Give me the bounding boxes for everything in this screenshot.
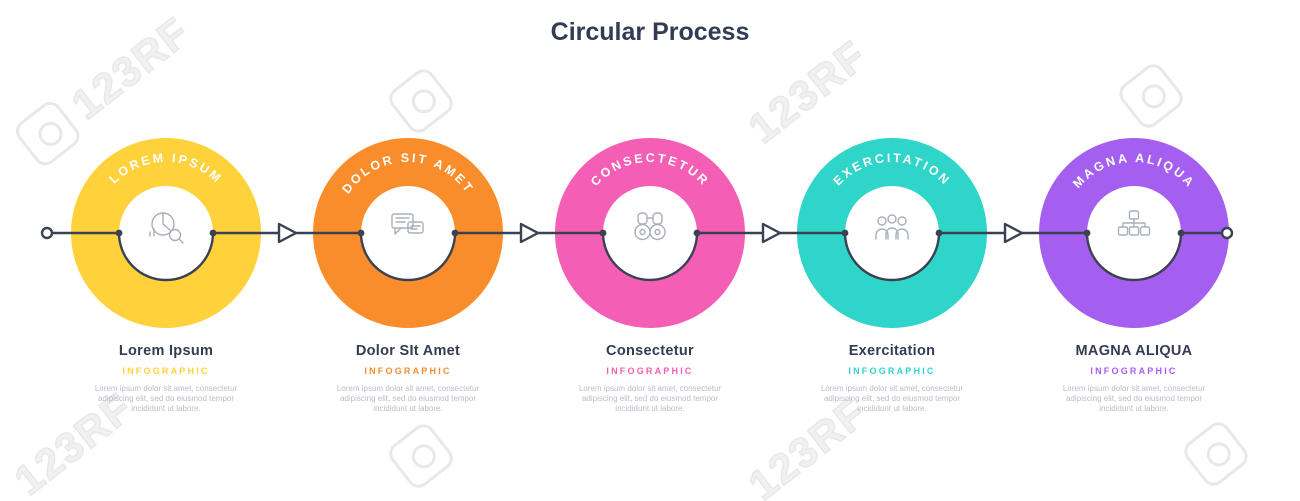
step-tag: INFOGRAPHIC bbox=[606, 366, 694, 376]
step-text-block-4: Exercitation INFOGRAPHIC Lorem ipsum dol… bbox=[807, 343, 977, 414]
step-description: Lorem ipsum dolor sit amet, consectetur … bbox=[336, 384, 480, 413]
step-description: Lorem ipsum dolor sit amet, consectetur … bbox=[578, 384, 722, 413]
process-step-4: EXERCITATION bbox=[797, 138, 987, 328]
step-description: Lorem ipsum dolor sit amet, consectetur … bbox=[94, 384, 238, 413]
chat-bubbles-icon bbox=[391, 213, 424, 235]
people-group-icon bbox=[875, 214, 909, 240]
step-title: Consectetur bbox=[606, 343, 694, 359]
line-end-node bbox=[1220, 226, 1234, 240]
step-tag: INFOGRAPHIC bbox=[364, 366, 452, 376]
step-description: Lorem ipsum dolor sit amet, consectetur … bbox=[820, 384, 964, 413]
step-description: Lorem ipsum dolor sit amet, consectetur … bbox=[1062, 384, 1206, 413]
step-text-block-3: Consectetur INFOGRAPHIC Lorem ipsum dolo… bbox=[565, 343, 735, 414]
step-bottom-arc bbox=[359, 232, 457, 282]
step-bottom-arc bbox=[843, 232, 941, 282]
step-tag: INFOGRAPHIC bbox=[122, 366, 210, 376]
step-inner-circle bbox=[361, 186, 455, 280]
process-step-1: LOREM IPSUM bbox=[71, 138, 261, 328]
step-title: Lorem Ipsum bbox=[118, 343, 214, 359]
arrow-right-icon bbox=[519, 222, 540, 244]
process-step-2: DOLOR SIT AMET bbox=[313, 138, 503, 328]
step-inner-circle bbox=[845, 186, 939, 280]
connector-dots bbox=[115, 229, 1185, 237]
step-title: Exercitation bbox=[848, 343, 936, 359]
page-title: Circular Process bbox=[550, 18, 750, 46]
step-title: MAGNA ALIQUA bbox=[1075, 343, 1193, 359]
arrow-right-icons bbox=[277, 222, 1024, 244]
step-tag: INFOGRAPHIC bbox=[1090, 366, 1178, 376]
arrow-right-icon bbox=[1003, 222, 1024, 244]
line-start-node bbox=[40, 226, 54, 240]
arrow-right-icon bbox=[761, 222, 782, 244]
step-inner-circle bbox=[119, 186, 213, 280]
step-title: Dolor SIt Amet bbox=[355, 343, 461, 359]
pie-chart-magnifier-icon bbox=[149, 212, 184, 244]
step-text-block-1: Lorem Ipsum INFOGRAPHIC Lorem ipsum dolo… bbox=[81, 343, 251, 414]
arrow-right-icon bbox=[277, 222, 298, 244]
binoculars-icon bbox=[634, 212, 666, 241]
step-inner-circle bbox=[1087, 186, 1181, 280]
process-step-3: CONSECTETUR bbox=[555, 138, 745, 328]
step-text-block-5: MAGNA ALIQUA INFOGRAPHIC Lorem ipsum dol… bbox=[1049, 343, 1219, 414]
process-step-5: MAGNA ALIQUA bbox=[1039, 138, 1229, 328]
step-bottom-arc bbox=[117, 232, 215, 282]
step-bottom-arc bbox=[1085, 232, 1183, 282]
step-bottom-arc bbox=[601, 232, 699, 282]
sitemap-icon bbox=[1117, 210, 1151, 236]
step-tag: INFOGRAPHIC bbox=[848, 366, 936, 376]
step-text-block-2: Dolor SIt Amet INFOGRAPHIC Lorem ipsum d… bbox=[323, 343, 493, 414]
